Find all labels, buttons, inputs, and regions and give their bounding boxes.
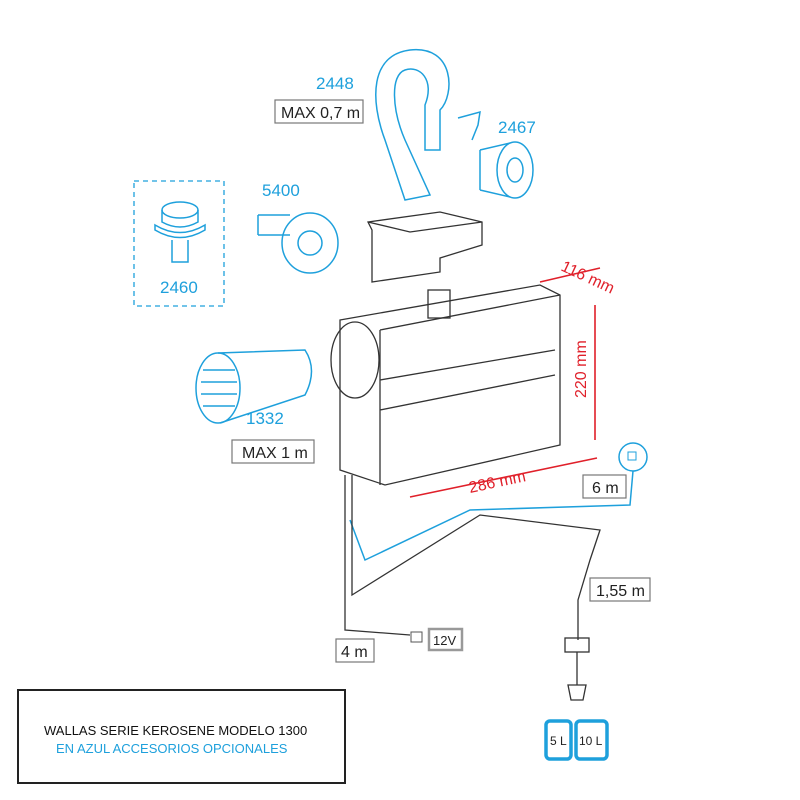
mounting-bracket — [367, 211, 483, 283]
caption-box: WALLAS SERIE KEROSENE MODELO 1300 EN AZU… — [17, 689, 346, 784]
tank-5l-icon — [544, 719, 573, 761]
tank-cap — [564, 637, 590, 653]
dimension-lines — [409, 267, 601, 498]
control-panel-button-icon — [627, 451, 637, 461]
control-panel-icon — [618, 442, 648, 472]
power-cable-length: 4 m — [341, 644, 368, 661]
part-2467-label: 2467 — [498, 118, 536, 137]
part-2460-label: 2460 — [160, 278, 198, 297]
wall-outlet-illustration — [257, 212, 339, 274]
tank-10l-label: 10 L — [579, 734, 603, 748]
optional-thermostat-box — [133, 180, 225, 307]
control-cable-length: 6 m — [592, 480, 619, 497]
battery-icon — [427, 627, 464, 652]
1-55m-box — [589, 577, 651, 602]
part-2448-label: 2448 — [316, 74, 354, 93]
fuel-line-length: 1,55 m — [596, 583, 645, 600]
height-dimension: 220 mm — [573, 340, 590, 398]
part-5400-label: 5400 — [262, 181, 300, 200]
air-intake-illustration — [195, 349, 313, 424]
exhaust-outlet-illustration — [457, 110, 534, 199]
fuel-pickup — [567, 652, 587, 701]
tank-10l-icon — [574, 719, 609, 761]
caption-title: WALLAS SERIE KEROSENE MODELO 1300 — [44, 723, 308, 738]
max-1m-label: MAX 1 m — [242, 445, 308, 462]
4m-box — [335, 638, 375, 663]
control-cable — [349, 470, 634, 562]
fuel-and-power-lines — [344, 475, 601, 640]
tank-5l-label: 5 L — [550, 734, 567, 748]
thermostat-illustration — [154, 201, 206, 263]
fuse-icon — [410, 631, 423, 643]
part-1332-label: 1332 — [246, 409, 284, 428]
width-dimension: 286 mm — [467, 468, 527, 497]
6m-box — [582, 474, 627, 499]
max-07-label: MAX 0,7 m — [281, 105, 360, 122]
max-1m-box — [231, 439, 315, 464]
caption-subtitle: EN AZUL ACCESORIOS OPCIONALES — [56, 741, 288, 756]
max-07-box — [274, 99, 364, 124]
battery-label: 12V — [433, 633, 456, 648]
heater-body — [330, 284, 561, 486]
depth-dimension: 116 mm — [558, 258, 616, 297]
duct-bend-illustration — [375, 49, 450, 201]
